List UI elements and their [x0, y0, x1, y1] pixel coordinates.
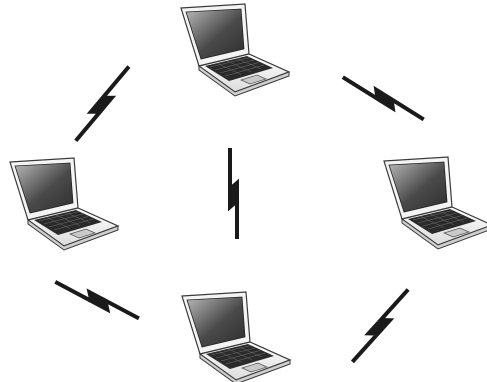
- laptop-left-icon: [10, 158, 118, 250]
- wireless-link-bottom-right-icon: [347, 290, 413, 362]
- laptop-top-icon: [181, 4, 289, 96]
- wireless-link-top-right-icon: [343, 71, 424, 125]
- wireless-link-center-icon: [230, 148, 237, 239]
- wireless-link-bottom-left-icon: [55, 276, 139, 325]
- laptop-bottom-icon: [182, 292, 290, 382]
- wireless-link-top-left-icon: [70, 67, 134, 141]
- laptop-right-icon: [384, 157, 487, 249]
